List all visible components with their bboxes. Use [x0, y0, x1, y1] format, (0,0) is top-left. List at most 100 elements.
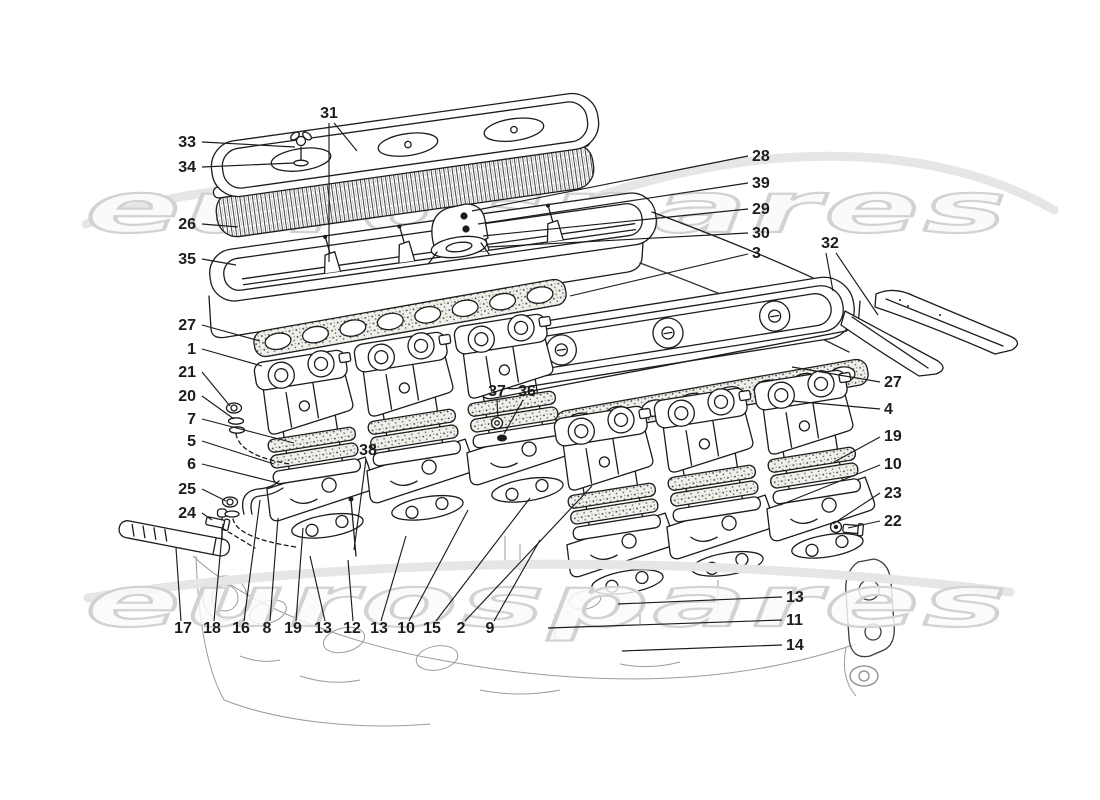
leader-line-5 [201, 440, 275, 465]
leader-line-24 [201, 512, 213, 521]
callout-label-14: 14 [786, 637, 804, 654]
callout-label-27: 27 [884, 374, 902, 391]
banjo-pipe [241, 480, 284, 515]
leader-line-14 [621, 644, 783, 652]
leader-line-38 [353, 458, 367, 551]
callout-7: 7 [187, 411, 295, 444]
callout-30: 30 [487, 225, 770, 248]
callout-label-8: 8 [263, 620, 272, 637]
leader-line-18 [213, 523, 224, 622]
callout-20: 20 [178, 388, 235, 420]
callout-label-9: 9 [486, 620, 495, 637]
watermark-text-bottom: eurospares [86, 561, 1011, 643]
callout-37: 37 [488, 383, 506, 419]
callout-label-25: 25 [178, 481, 196, 498]
callout-label-19: 19 [884, 428, 902, 445]
leader-line-33 [201, 141, 296, 148]
callout-label-13: 13 [370, 620, 388, 637]
callout-6: 6 [187, 456, 279, 484]
callout-label-6: 6 [187, 456, 196, 473]
callout-38: 38 [353, 442, 377, 551]
leader-line-17 [175, 547, 182, 622]
callout-9: 9 [486, 539, 541, 637]
callout-10: 10 [397, 509, 469, 637]
support-brackets [840, 289, 1019, 377]
callout-label-15: 15 [423, 620, 441, 637]
callout-label-16: 16 [232, 620, 250, 637]
leader-line-13 [380, 535, 407, 622]
callout-label-26: 26 [178, 216, 196, 233]
swoosh-curve-top-right [551, 151, 1059, 217]
callout-label-12: 12 [343, 620, 361, 637]
callout-36: 36 [503, 383, 536, 435]
wing-nut [290, 131, 312, 167]
leader-line-34 [201, 162, 295, 168]
callout-13: 13 [617, 589, 804, 606]
callout-label-37: 37 [488, 383, 506, 400]
callout-33: 33 [178, 134, 296, 151]
callout-label-13: 13 [786, 589, 804, 606]
leader-line-28 [471, 155, 749, 212]
callout-label-23: 23 [884, 485, 902, 502]
callout-label-34: 34 [178, 159, 196, 176]
leader-line-6 [201, 463, 279, 484]
callout-11: 11 [547, 612, 803, 629]
leader-line-21 [201, 371, 231, 407]
intake-elbow [428, 203, 490, 264]
callout-label-24: 24 [178, 505, 196, 522]
cover-screw [652, 317, 684, 349]
leader-line-19 [833, 436, 881, 463]
callout-26: 26 [178, 216, 239, 233]
leader-line-32 [825, 252, 834, 292]
carburettor-unit [645, 383, 783, 584]
wing-nut-washer [293, 159, 309, 167]
callout-label-30: 30 [752, 225, 770, 242]
callout-label-2: 2 [457, 620, 466, 637]
swoosh-curve-bottom [83, 559, 1015, 603]
leader-line-36 [503, 399, 524, 435]
callout-12: 12 [343, 559, 361, 637]
leader-line-20 [201, 395, 235, 420]
callout-5: 5 [187, 433, 275, 465]
callout-32: 32 [821, 235, 879, 316]
engine-end-cover [845, 558, 895, 687]
callout-label-10: 10 [397, 620, 415, 637]
callout-layer: 3334263527121207562524312839293033227419… [174, 105, 902, 654]
callout-label-39: 39 [752, 175, 770, 192]
callout-label-13: 13 [314, 620, 332, 637]
callout-13: 13 [370, 535, 407, 637]
leader-line-4 [791, 400, 881, 410]
callout-39: 39 [477, 175, 770, 225]
callout-label-17: 17 [174, 620, 192, 637]
callout-label-27: 27 [178, 317, 196, 334]
callout-label-18: 18 [203, 620, 221, 637]
callout-label-36: 36 [518, 383, 536, 400]
callout-27: 27 [791, 366, 902, 391]
callout-label-33: 33 [178, 134, 196, 151]
callout-4: 4 [791, 400, 893, 418]
watermark-bottom: eurospares [83, 559, 1015, 644]
assembly-dashed-lines [221, 433, 297, 549]
callout-label-4: 4 [884, 401, 893, 418]
leader-line-39 [477, 182, 749, 225]
callout-23: 23 [832, 485, 902, 525]
callout-10: 10 [779, 456, 902, 506]
callout-label-31: 31 [320, 105, 338, 122]
callout-label-35: 35 [178, 251, 196, 268]
leader-line-32 [835, 252, 879, 316]
leader-line-2 [464, 485, 593, 622]
leader-line-19 [295, 527, 304, 622]
callout-21: 21 [178, 364, 231, 407]
callout-label-32: 32 [821, 235, 839, 252]
leader-line-3 [569, 253, 749, 297]
callout-14: 14 [621, 637, 804, 654]
callout-2: 2 [457, 485, 593, 637]
leader-line-37 [496, 399, 499, 419]
cover-screw [759, 300, 791, 332]
callout-28: 28 [471, 148, 770, 212]
callout-label-3: 3 [752, 245, 761, 262]
nut-and-washer-center [490, 416, 507, 442]
leader-line-22 [847, 520, 881, 529]
